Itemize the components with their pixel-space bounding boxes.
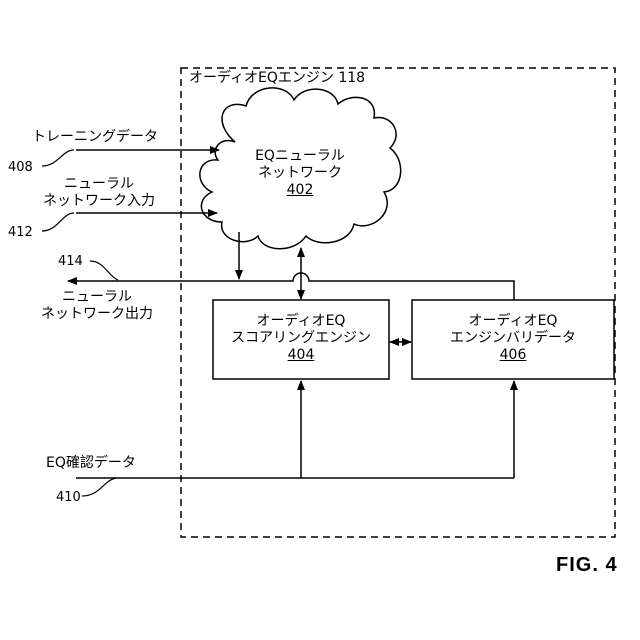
network-ref: 402 <box>244 182 356 199</box>
network-label: EQニューラル ネットワーク 402 <box>244 148 356 199</box>
network-input-line2: ネットワーク入力 <box>34 193 164 210</box>
network-output-line2: ネットワーク出力 <box>32 306 162 323</box>
figure-label: FIG. 4 <box>556 554 618 577</box>
network-line1: EQニューラル <box>244 148 356 165</box>
leader-410 <box>82 478 116 496</box>
validator-line2: エンジンバリデータ <box>412 330 614 347</box>
scoring-ref: 404 <box>213 347 389 364</box>
leader-414 <box>90 261 118 280</box>
network-input-label: ニューラル ネットワーク入力 <box>34 176 164 210</box>
network-output-label: ニューラル ネットワーク出力 <box>32 289 162 323</box>
leader-412 <box>42 213 74 231</box>
engine-ref: 118 <box>338 70 365 86</box>
engine-title: オーディオEQエンジン 118 <box>189 70 365 87</box>
confirm-data-ref: 410 <box>56 490 81 505</box>
scoring-line2: スコアリングエンジン <box>213 330 389 347</box>
validator-ref: 406 <box>412 347 614 364</box>
training-data-ref: 408 <box>8 160 33 175</box>
network-line2: ネットワーク <box>244 165 356 182</box>
validator-line1: オーディオEQ <box>412 313 614 330</box>
scoring-label: オーディオEQ スコアリングエンジン 404 <box>213 313 389 364</box>
network-input-line1: ニューラル <box>34 176 164 193</box>
leader-408 <box>42 150 74 166</box>
validator-label: オーディオEQ エンジンバリデータ 406 <box>412 313 614 364</box>
confirm-data-label: EQ確認データ <box>46 455 136 472</box>
scoring-line1: オーディオEQ <box>213 313 389 330</box>
network-output-ref: 414 <box>58 254 83 269</box>
engine-title-text: オーディオEQエンジン <box>189 70 334 86</box>
network-output-line1: ニューラル <box>32 289 162 306</box>
training-data-label: トレーニングデータ <box>32 129 158 146</box>
network-input-ref: 412 <box>8 225 33 240</box>
